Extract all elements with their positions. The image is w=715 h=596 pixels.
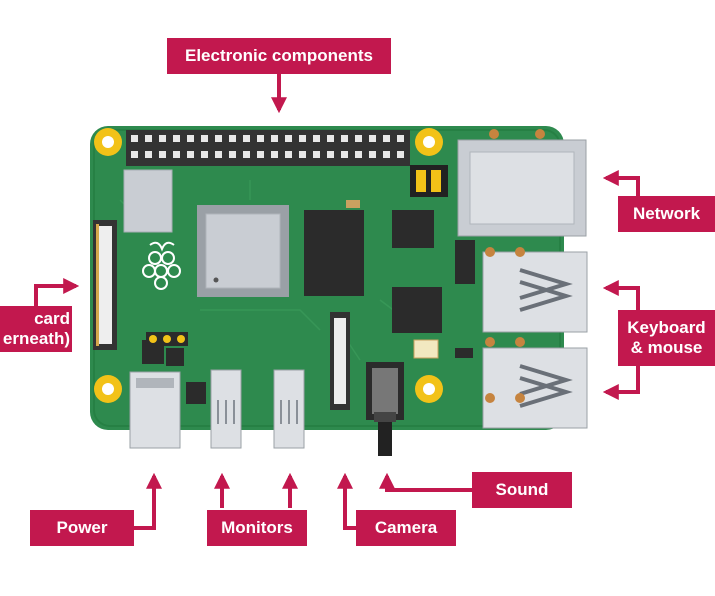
wireless-module: [123, 169, 173, 233]
power-port: [129, 371, 181, 449]
gpio-pin: [229, 135, 236, 142]
processor-chip: [197, 205, 289, 297]
gpio-pin: [243, 135, 250, 142]
arrow-keyboard-top: [602, 280, 640, 312]
gpio-pin: [187, 151, 194, 158]
gpio-pin: [285, 135, 292, 142]
ethernet-port: [457, 129, 587, 237]
gpio-header: [126, 130, 410, 166]
gpio-pin: [173, 151, 180, 158]
label-electronic-components: Electronic components: [167, 38, 391, 74]
gpio-pin: [313, 151, 320, 158]
gpio-pin: [215, 135, 222, 142]
gpio-pin: [397, 135, 404, 142]
gpio-pin: [271, 135, 278, 142]
arrow-sound: [379, 472, 472, 492]
arrow-network: [602, 170, 640, 196]
label-text: Network: [632, 204, 701, 223]
gpio-pin: [355, 151, 362, 158]
gpio-pin: [173, 135, 180, 142]
gpio-pin: [201, 135, 208, 142]
gpio-pin: [159, 135, 166, 142]
hdmi-ports: [210, 369, 305, 449]
label-text: Sound: [495, 480, 549, 499]
gpio-pin: [341, 135, 348, 142]
gpio-pin: [271, 151, 278, 158]
poe-pins: [146, 332, 188, 346]
raspberry-logo: [142, 241, 181, 290]
gpio-pin: [313, 135, 320, 142]
label-monitors: Monitors: [207, 510, 307, 546]
label-text-line1: Keyboard: [627, 318, 706, 337]
label-text: Power: [56, 518, 108, 537]
gpio-pin: [159, 151, 166, 158]
arrow-power: [134, 472, 162, 530]
gpio-pin: [299, 135, 306, 142]
label-keyboard-mouse: Keyboard & mouse: [618, 310, 715, 366]
gpio-pin: [397, 151, 404, 158]
gpio-pin: [327, 135, 334, 142]
gpio-pin: [383, 151, 390, 158]
gpio-pin: [383, 135, 390, 142]
gpio-pin: [299, 151, 306, 158]
arrow-sd: [34, 278, 80, 306]
mounting-holes: [94, 128, 443, 403]
gpio-pin: [131, 135, 138, 142]
label-text: Electronic components: [185, 46, 373, 65]
gpio-pin: [285, 151, 292, 158]
label-network: Network: [618, 196, 715, 232]
gpio-pin: [187, 135, 194, 142]
usb-ports: [482, 247, 588, 429]
camera-connector: [330, 312, 350, 410]
label-text-line1: card: [34, 309, 70, 328]
ram-chip: [304, 210, 364, 296]
gpio-pin: [341, 151, 348, 158]
gpio-pin: [327, 151, 334, 158]
gpio-pin: [229, 151, 236, 158]
gpio-pin: [369, 135, 376, 142]
gpio-pin: [145, 151, 152, 158]
gpio-pin: [145, 135, 152, 142]
label-sd-card: card erneath): [0, 306, 72, 352]
gpio-pin: [257, 135, 264, 142]
gpio-pin: [257, 151, 264, 158]
label-text-line2: & mouse: [630, 338, 703, 357]
gpio-pin: [243, 151, 250, 158]
label-text-line2: erneath): [2, 329, 70, 348]
gpio-pin: [369, 151, 376, 158]
label-power: Power: [30, 510, 134, 546]
label-text: Camera: [374, 518, 438, 537]
label-text: Monitors: [221, 518, 293, 537]
gpio-pin: [215, 151, 222, 158]
gpio-pin: [201, 151, 208, 158]
audio-jack: [366, 362, 404, 456]
gpio-pin: [355, 135, 362, 142]
arrow-camera: [337, 472, 358, 530]
label-sound: Sound: [472, 472, 572, 508]
leader-lines: [34, 72, 640, 530]
arrow-keyboard-bottom: [602, 364, 640, 400]
label-camera: Camera: [356, 510, 456, 546]
display-connector: [93, 220, 117, 350]
gpio-pin: [131, 151, 138, 158]
